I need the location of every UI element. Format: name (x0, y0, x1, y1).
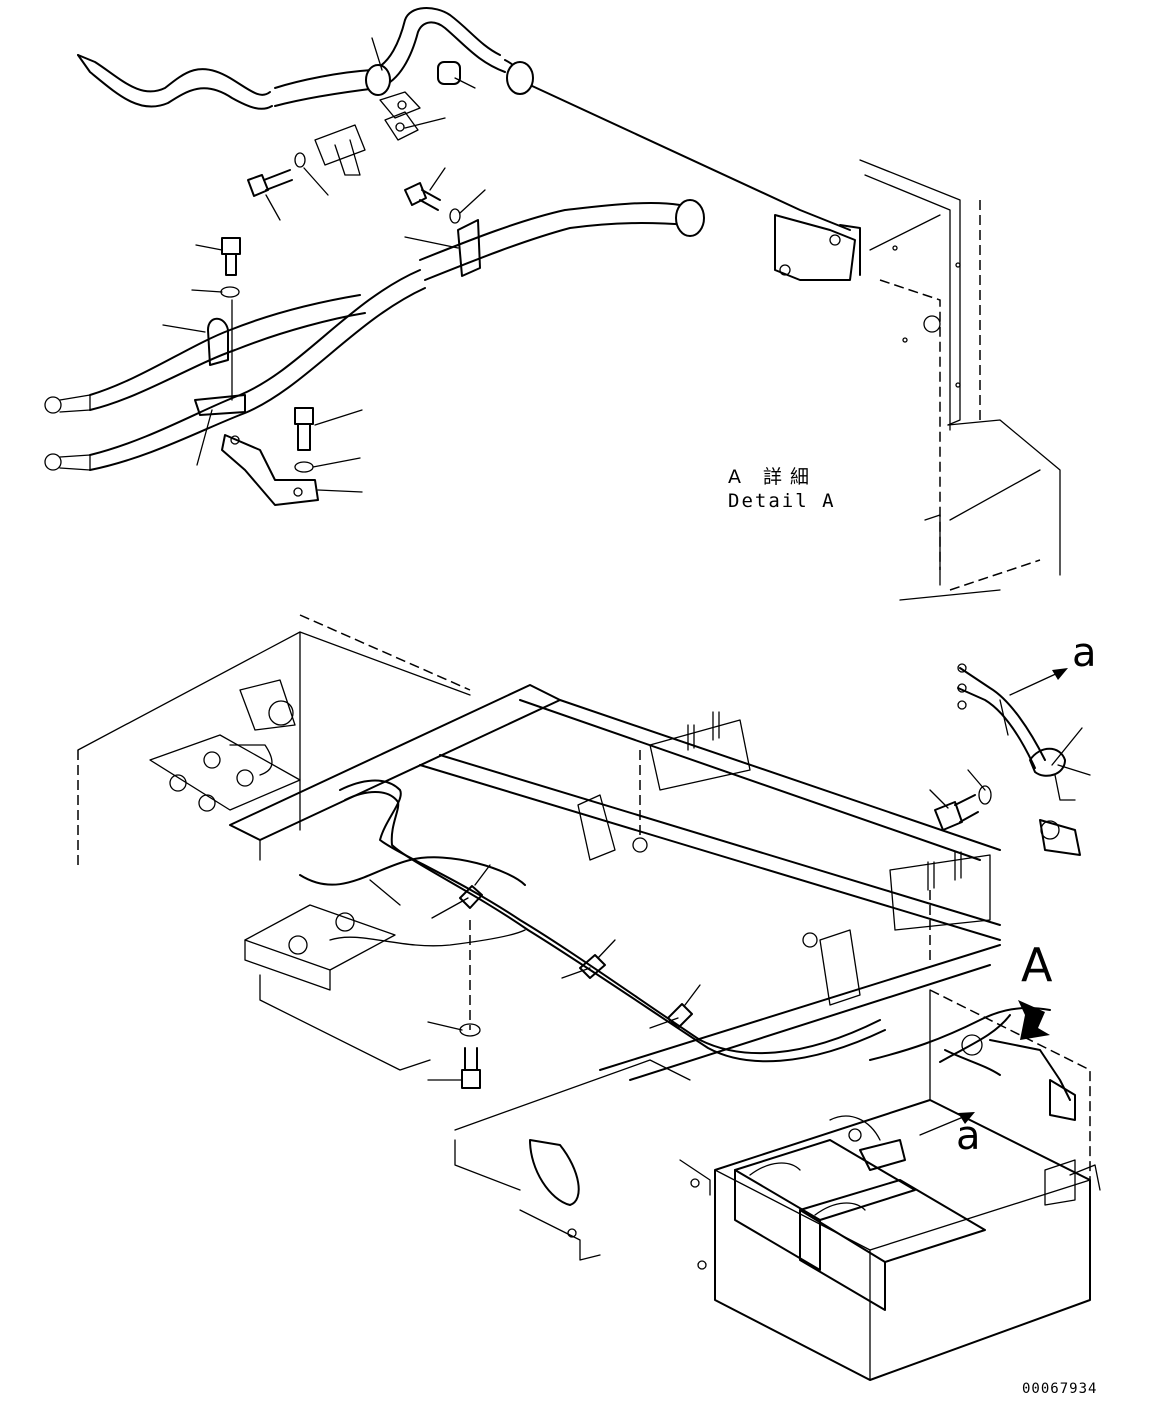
left-deck (77, 614, 471, 865)
arrow-icon (1052, 668, 1068, 680)
bolt-group-detail (220, 152, 461, 401)
washer (294, 461, 314, 473)
side-block (819, 929, 861, 1006)
drawing-number: 00067934 (1022, 1381, 1098, 1397)
battery (799, 1179, 986, 1263)
cable-grommet (1029, 747, 1066, 777)
lower-cables (44, 199, 705, 506)
arrow-icon (958, 1112, 975, 1124)
leader-lines-detail (162, 37, 486, 493)
ring-terminal (44, 396, 62, 414)
washer (978, 785, 992, 805)
bolt-head (221, 237, 241, 255)
grommet (437, 61, 461, 85)
ring-terminal (44, 453, 62, 471)
harness-clamp (459, 885, 483, 909)
washer (294, 152, 306, 168)
disconnect-switch-main (1049, 1079, 1076, 1121)
side-block (577, 794, 616, 861)
reference-label-a-upper: a (1072, 630, 1097, 676)
leader-lines-main (427, 699, 1091, 1081)
hook (529, 1139, 580, 1206)
cable-boot (506, 61, 534, 95)
washer (449, 208, 461, 224)
bolt-head (294, 407, 314, 425)
cable-boot (675, 199, 705, 237)
battery-box (697, 989, 1101, 1381)
battery-wiring (829, 1034, 1076, 1171)
view-arrow-label: A (1021, 938, 1053, 992)
ref-arrows (919, 668, 1068, 1136)
side-switch-detail (934, 663, 1081, 856)
frame-detail (859, 159, 1061, 601)
detail-a-view (44, 7, 1061, 601)
battery (734, 1139, 916, 1221)
main-beam (229, 684, 1001, 1081)
detail-a-title-jp: A 詳細 (728, 466, 818, 488)
detail-a-title-en: Detail A (728, 490, 836, 512)
harness-clamp (579, 954, 606, 979)
clamp-plates (314, 91, 421, 176)
switch-body (1039, 819, 1081, 856)
upper-cable (77, 7, 851, 231)
reference-label-a-lower: a (956, 1113, 981, 1159)
view-a-arrow (1018, 1000, 1050, 1040)
cable-clamp (457, 219, 481, 277)
wiring-harness (299, 779, 1051, 1089)
main-assembly-view (77, 614, 1101, 1381)
cable-clamp (207, 317, 229, 366)
bolt-head (461, 1069, 481, 1089)
cable-clamp-upper (365, 64, 391, 96)
disconnect-switch (774, 214, 861, 281)
lower-structure (259, 974, 711, 1261)
view-arrow-icon (1018, 1000, 1050, 1040)
mounting-bracket (221, 434, 319, 506)
harness-clamp (667, 1003, 693, 1029)
mount-plate (244, 879, 401, 991)
washer (220, 286, 240, 298)
